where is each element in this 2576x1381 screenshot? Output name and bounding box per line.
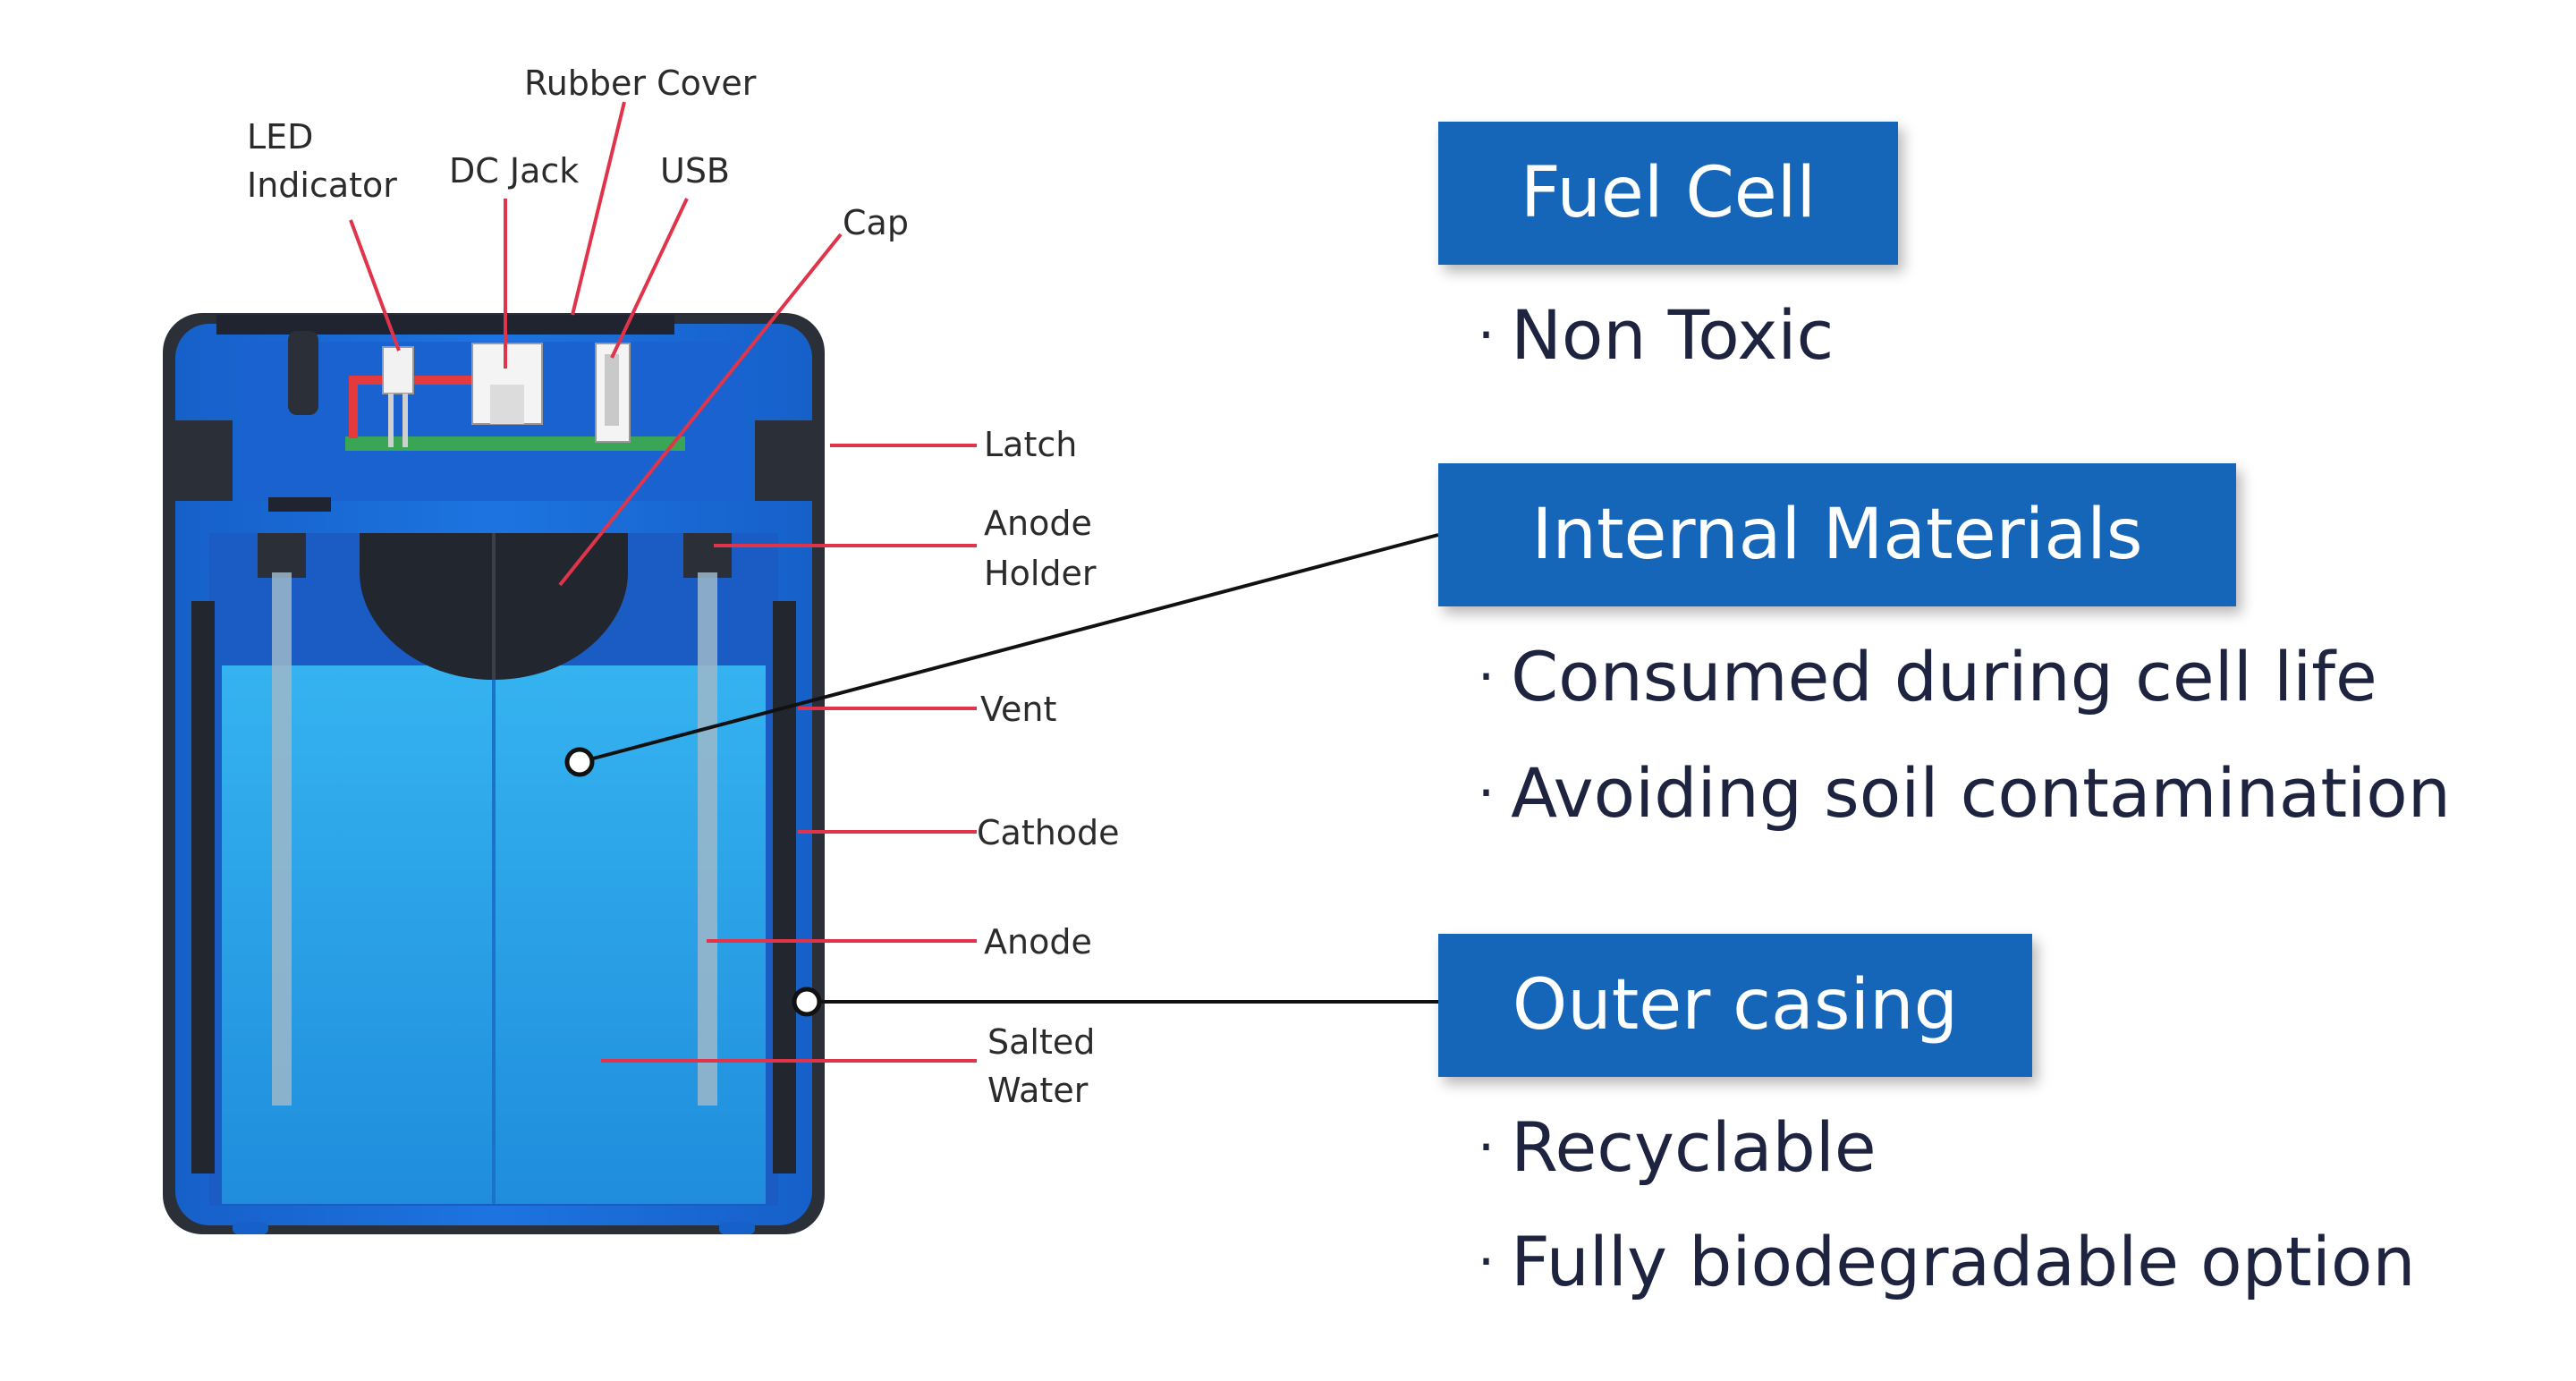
outer-casing-bullet-2: ·Fully biodegradable option bbox=[1478, 1222, 2416, 1301]
anode-rod-left bbox=[272, 572, 292, 1106]
label-usb: USB bbox=[660, 151, 730, 191]
internal-materials-bullet-text-1: Consumed during cell life bbox=[1511, 637, 2377, 716]
connector-internal-materials bbox=[579, 533, 1439, 764]
bullet-dot: · bbox=[1478, 646, 1496, 708]
label-dc-jack: DC Jack bbox=[449, 151, 579, 191]
label-salted-water-2: Water bbox=[987, 1071, 1089, 1110]
latch-right bbox=[755, 420, 812, 501]
top-plate bbox=[216, 315, 674, 335]
label-anode-holder-2: Holder bbox=[984, 554, 1097, 593]
cathode-plate-left bbox=[191, 601, 215, 1173]
callout-outer-casing-title: Outer casing bbox=[1512, 965, 1959, 1046]
label-led-2: Indicator bbox=[247, 165, 397, 205]
fuel-cell-bullet-text-1: Non Toxic bbox=[1511, 295, 1835, 375]
fuel-cell-bullet-1: ·Non Toxic bbox=[1478, 295, 1834, 375]
part-labels: LED Indicator DC Jack Rubber Cover USB C… bbox=[247, 64, 1120, 1110]
connector-dot-outer bbox=[792, 987, 822, 1017]
anode-holder-left bbox=[258, 533, 306, 578]
bullet-dot: · bbox=[1478, 762, 1496, 825]
fuel-cell-body bbox=[163, 313, 825, 1234]
bullet-dot: · bbox=[1478, 1231, 1496, 1293]
label-rubber-cover: Rubber Cover bbox=[524, 64, 757, 103]
anode-rod-right bbox=[698, 572, 717, 1106]
internal-materials-bullet-1: ·Consumed during cell life bbox=[1478, 637, 2377, 716]
label-vent: Vent bbox=[980, 690, 1056, 729]
callout-fuel-cell-title: Fuel Cell bbox=[1520, 153, 1817, 233]
leader-usb bbox=[610, 198, 689, 359]
part-leader-lines bbox=[349, 101, 977, 1063]
circuit-trace bbox=[349, 376, 492, 385]
callout-outer-casing: Outer casing bbox=[1438, 934, 2032, 1077]
internal-materials-bullet-2: ·Avoiding soil contamination bbox=[1478, 753, 2451, 833]
internal-materials-bullet-text-2: Avoiding soil contamination bbox=[1511, 753, 2451, 833]
label-anode-holder-1: Anode bbox=[984, 504, 1092, 543]
latch-left bbox=[175, 420, 233, 501]
anode-holder-right bbox=[683, 533, 732, 578]
outer-casing-bullet-text-1: Recyclable bbox=[1511, 1107, 1877, 1187]
leader-led bbox=[349, 219, 401, 352]
outer-casing-bullet-1: ·Recyclable bbox=[1478, 1107, 1877, 1187]
leader-rubber-cover bbox=[571, 101, 626, 316]
bullet-dot: · bbox=[1478, 1116, 1496, 1179]
label-cap: Cap bbox=[843, 203, 909, 242]
bullet-dot: · bbox=[1478, 304, 1496, 367]
circuit-trace-2 bbox=[349, 376, 358, 438]
circuit-board bbox=[345, 436, 685, 451]
connector-dot-internal bbox=[564, 747, 595, 777]
callout-internal-materials: Internal Materials bbox=[1438, 463, 2236, 606]
led-component bbox=[382, 346, 414, 394]
label-led-1: LED bbox=[247, 117, 313, 157]
label-latch: Latch bbox=[984, 425, 1077, 464]
callout-connectors bbox=[564, 533, 1439, 1017]
callout-fuel-cell: Fuel Cell bbox=[1438, 122, 1898, 265]
callout-internal-materials-title: Internal Materials bbox=[1531, 495, 2143, 575]
label-salted-water-1: Salted bbox=[987, 1022, 1095, 1062]
cathode-plate-right bbox=[773, 601, 796, 1173]
leader-cap bbox=[558, 233, 843, 587]
label-anode: Anode bbox=[984, 922, 1092, 962]
label-cathode: Cathode bbox=[977, 813, 1120, 852]
outer-casing-bullet-text-2: Fully biodegradable option bbox=[1511, 1222, 2416, 1301]
